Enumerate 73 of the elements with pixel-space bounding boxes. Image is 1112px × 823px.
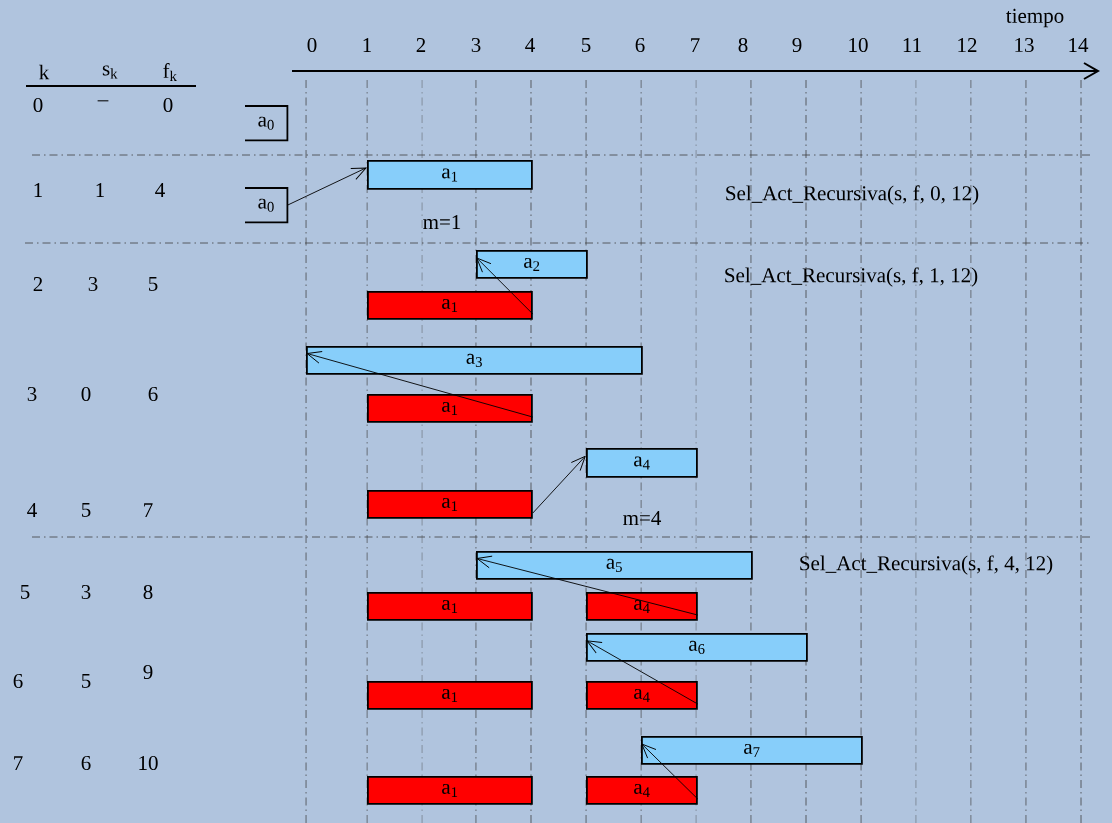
activity-bar: a$_{4}$ [586, 681, 698, 710]
table-cell: 5 [20, 585, 30, 599]
table-cell: 6 [148, 386, 158, 402]
activity-bar: a$_{1}$ [367, 490, 533, 519]
activity-bar: a$_{1}$ [367, 681, 533, 710]
table-cell: – [97, 100, 109, 102]
table-cell: 3 [27, 386, 37, 402]
arrow [476, 257, 534, 315]
tick-label: 11 [903, 38, 921, 52]
call-label: Sel_Act_Recursiva(s, f, 0, 12) [726, 185, 979, 205]
activity-bar: a$_{4}$ [586, 776, 698, 805]
activity-bracket: a$_{0}$ [244, 105, 289, 142]
table-cell: 5 [81, 674, 91, 688]
activity-bar: a$_{3}$ [306, 346, 643, 375]
tick-label: 7 [691, 38, 700, 52]
table-cell: 0 [163, 97, 173, 113]
tick-label: 14 [1069, 38, 1089, 52]
table-cell: 7 [144, 503, 153, 517]
table-cell: 5 [81, 503, 91, 517]
tick-label: 2 [416, 38, 426, 52]
table-cell: 1 [34, 183, 42, 197]
result-label: m=4 [623, 511, 662, 525]
arrow [476, 555, 699, 616]
tick-label: 6 [635, 37, 645, 53]
activity-bar: a$_{1}$ [367, 776, 533, 805]
axis-label: tiempo [1006, 8, 1064, 28]
tick-label: 12 [958, 38, 977, 52]
activity-bar: a$_{4}$ [586, 592, 698, 621]
call-label: Sel_Act_Recursiva(s, f, 4, 12) [800, 555, 1053, 575]
arrow [641, 743, 699, 800]
activity-bar: a$_{1}$ [367, 394, 533, 423]
table-cell: 3 [81, 584, 91, 600]
tick-label: 5 [582, 38, 591, 52]
tick-label: 10 [849, 37, 868, 53]
table-cell: 1 [96, 183, 104, 197]
table-cell: 10 [139, 755, 158, 771]
tick-label: 9 [792, 37, 802, 53]
table-cell: 3 [88, 276, 98, 292]
activity-bar: a$_{1}$ [367, 160, 533, 190]
table-cell: 9 [143, 664, 153, 680]
tick-label: 1 [363, 38, 371, 52]
arrow [586, 640, 699, 705]
tick-label: 8 [738, 37, 748, 53]
tick-label: 13 [1015, 37, 1034, 53]
tick-label: 0 [307, 37, 317, 53]
arrow [532, 455, 586, 514]
table-cell: 5 [149, 277, 158, 291]
activity-bar: a$_{5}$ [476, 551, 753, 580]
table-cell: 4 [27, 503, 37, 517]
tick-label: 4 [525, 38, 535, 52]
table-cell: 7 [14, 756, 23, 770]
arrow [286, 167, 367, 206]
column-header: s$_{k}$ [102, 65, 118, 79]
table-cell: 0 [81, 386, 91, 402]
column-header: f$_{k}$ [163, 63, 177, 81]
activity-bar: a$_{6}$ [586, 633, 808, 662]
activity-bar: a$_{4}$ [586, 448, 698, 478]
result-label: m=1 [423, 215, 461, 229]
table-cell: 6 [13, 673, 23, 689]
activity-bracket: a$_{0}$ [244, 187, 289, 224]
call-label: Sel_Act_Recursiva(s, f, 1, 12) [725, 267, 978, 287]
activity-bar: a$_{2}$ [476, 250, 588, 279]
table-cell: 4 [155, 183, 165, 197]
table-cell: 8 [143, 584, 153, 600]
activity-bar: a$_{1}$ [367, 592, 533, 621]
column-header: k [39, 64, 50, 80]
activity-bar: a$_{1}$ [367, 291, 533, 320]
activity-bar: a$_{7}$ [641, 736, 863, 765]
table-cell: 2 [33, 277, 43, 291]
tick-label: 3 [471, 37, 481, 53]
table-cell: 0 [33, 97, 43, 113]
arrow [306, 351, 534, 418]
table-cell: 6 [81, 755, 91, 771]
